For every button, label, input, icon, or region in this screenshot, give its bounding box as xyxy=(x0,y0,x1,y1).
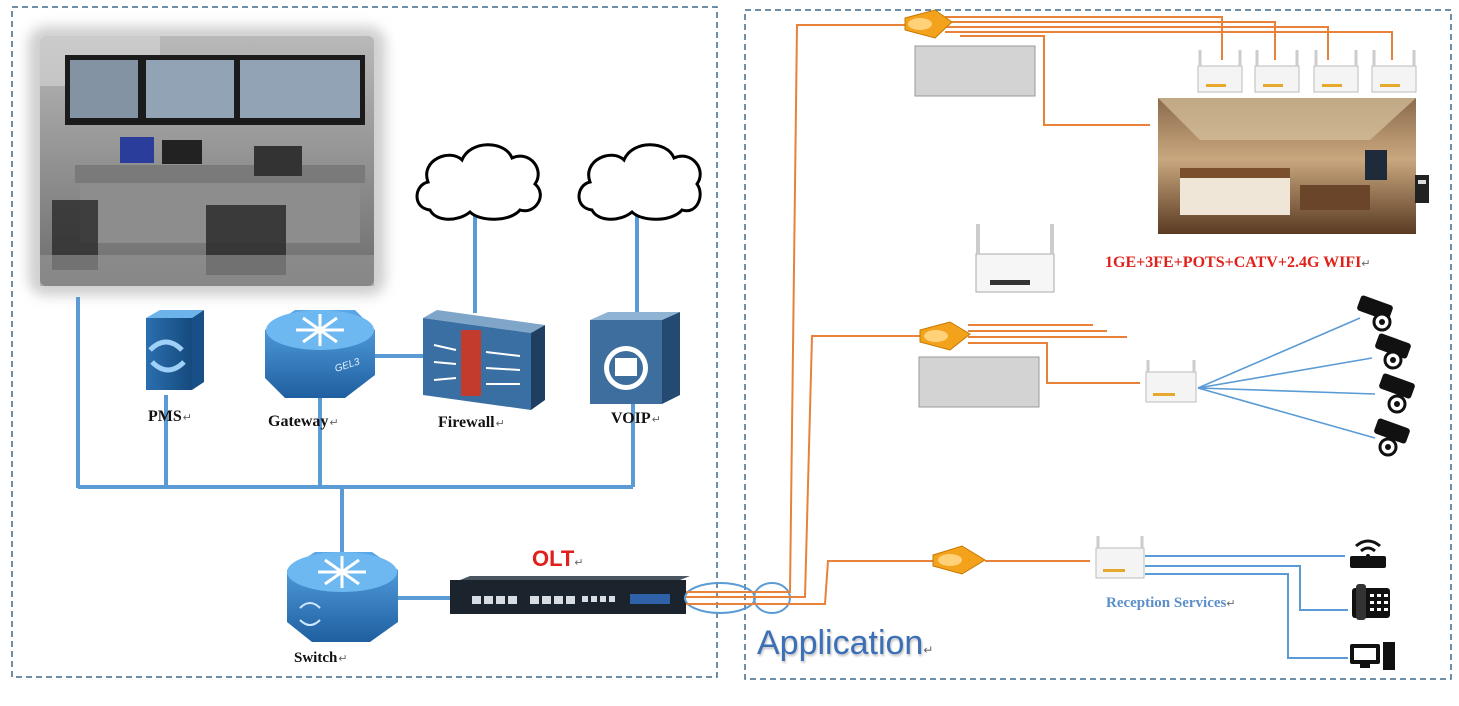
splitter-icon xyxy=(932,545,986,575)
switch-label: Switch↵ xyxy=(294,650,348,666)
firewall-icon xyxy=(423,310,545,410)
reception-links xyxy=(1145,555,1348,659)
cloud-icon xyxy=(415,143,542,221)
pms-server-icon xyxy=(146,310,204,390)
application-label: Application↵ xyxy=(757,624,934,662)
cctv-camera-icon xyxy=(1375,333,1411,370)
lan-links xyxy=(76,210,639,600)
wifi-router-icon xyxy=(1350,539,1386,568)
computer-icon xyxy=(1350,642,1395,670)
onu-router-icon xyxy=(1254,50,1300,93)
onu-router-icon xyxy=(1197,50,1243,93)
onu-router-icon xyxy=(1313,50,1359,93)
pms-label: PMS↵ xyxy=(148,408,192,425)
firewall-label: Firewall↵ xyxy=(438,414,505,431)
gateway-label: Gateway↵ xyxy=(268,413,339,430)
olt-label: OLT↵ xyxy=(532,546,584,571)
right-frame xyxy=(744,9,1452,680)
wifi-onu-router-icon xyxy=(975,224,1055,293)
onu-router-icon xyxy=(1371,50,1417,93)
fiber-links xyxy=(686,16,1393,605)
switch-icon xyxy=(287,552,398,642)
cloud-icon xyxy=(577,143,702,221)
control-room-photo xyxy=(28,26,386,296)
onu-router-icon xyxy=(1095,536,1145,579)
splitter-icon xyxy=(904,9,953,39)
olt-device-icon xyxy=(450,576,690,614)
hotel-room-photo xyxy=(1158,98,1429,234)
camera-links xyxy=(1197,317,1376,439)
cctv-camera-icon xyxy=(1379,373,1415,414)
cctv-camera-icon xyxy=(1374,418,1410,457)
voip-label: VOIP↵ xyxy=(611,410,661,427)
voip-icon xyxy=(590,312,680,404)
cctv-camera-icon xyxy=(1357,295,1393,332)
telephone-icon xyxy=(1352,584,1390,620)
grey-panel xyxy=(918,356,1040,408)
reception-services-label: Reception Services↵ xyxy=(1106,595,1236,611)
onu-spec-label: 1GE+3FE+POTS+CATV+2.4G WIFI↵ xyxy=(1105,254,1371,271)
gateway-icon: GEL3 xyxy=(265,310,375,398)
grey-panel xyxy=(914,45,1036,97)
left-frame xyxy=(11,6,718,678)
splitter-icon xyxy=(919,321,971,351)
onu-router-icon xyxy=(1145,360,1197,403)
